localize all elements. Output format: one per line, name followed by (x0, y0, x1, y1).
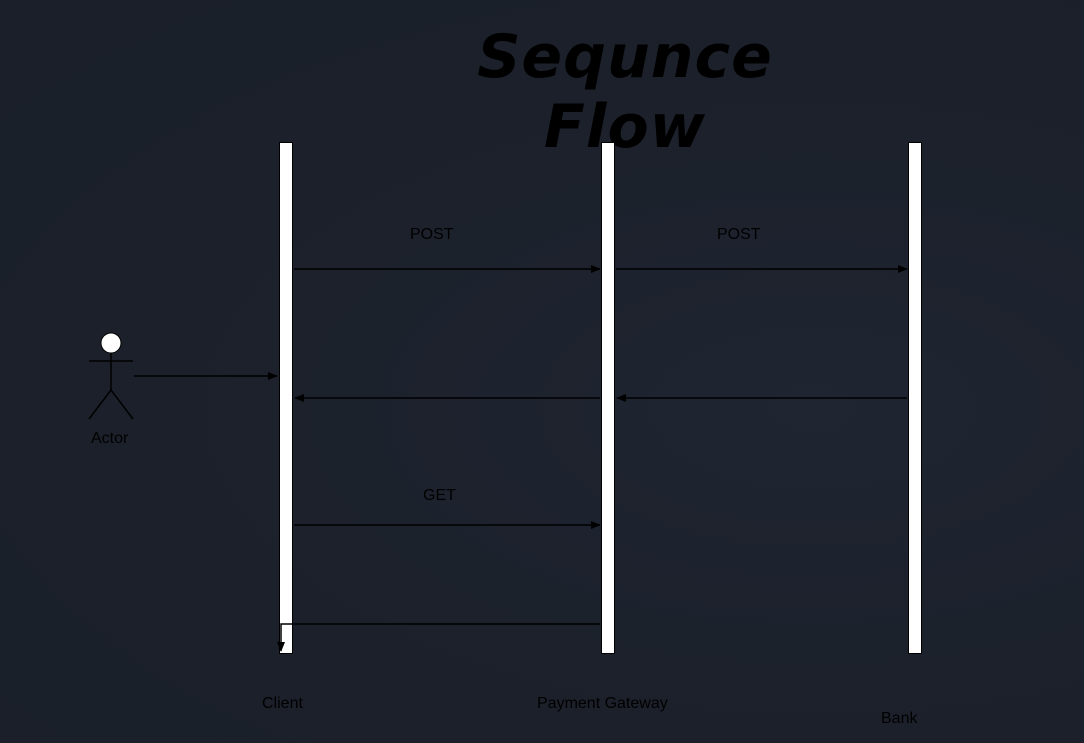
lifeline-label-payment-gateway: Payment Gateway (537, 695, 668, 712)
message-label-post-gateway: POST (717, 226, 761, 243)
message-label-post-client: POST (410, 226, 454, 243)
arrow-gateway-to-client-final (277, 623, 600, 652)
lifeline-label-client: Client (262, 695, 303, 712)
diagram-title: Sequnce Flow (477, 22, 773, 162)
lifeline-payment-gateway[interactable] (601, 142, 615, 654)
actor-icon[interactable] (88, 332, 134, 420)
lifeline-client[interactable] (279, 142, 293, 654)
actor-label: Actor (91, 430, 129, 447)
lifeline-bank[interactable] (908, 142, 922, 654)
message-label-get: GET (423, 487, 456, 504)
lifeline-label-bank: Bank (881, 710, 918, 727)
